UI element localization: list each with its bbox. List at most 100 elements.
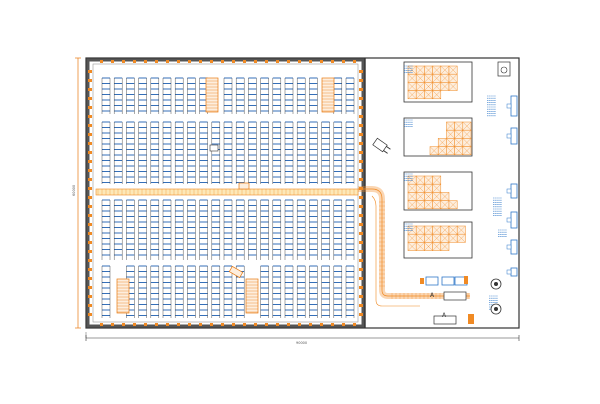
pallet-cross xyxy=(407,225,417,235)
wall-column xyxy=(88,277,92,280)
pallet-cross xyxy=(407,192,417,201)
wall-column xyxy=(88,223,92,226)
wall-column xyxy=(359,88,363,91)
wall-column xyxy=(166,323,169,326)
pallet-cross xyxy=(424,90,433,99)
wall-column xyxy=(359,124,363,127)
pallet-cross xyxy=(446,138,455,147)
loading-dock xyxy=(510,183,518,199)
pallet-cross xyxy=(424,82,433,91)
pallet-cross xyxy=(446,130,455,139)
pallet-cross xyxy=(424,65,433,75)
forklift-icon xyxy=(228,265,244,279)
storage-hall-wall xyxy=(86,58,365,328)
dock-leveler xyxy=(506,133,512,139)
loading-docks xyxy=(506,95,518,277)
loading-dock xyxy=(510,95,518,117)
loading-dock xyxy=(510,239,518,255)
wall-column xyxy=(342,323,345,326)
stair-treads xyxy=(117,80,334,313)
charging-station-icon xyxy=(490,303,502,315)
wall-column xyxy=(88,295,92,298)
pallet-cross xyxy=(432,200,441,209)
pallet-cross xyxy=(448,225,458,235)
pallet-cross xyxy=(416,65,425,75)
pallet-cross xyxy=(416,74,425,83)
wall-column xyxy=(88,313,92,316)
pallet-cross xyxy=(454,138,463,147)
dispatch-desk xyxy=(443,291,467,301)
wall-column xyxy=(359,160,363,163)
wall-column xyxy=(155,60,158,63)
wall-column xyxy=(144,323,147,326)
wall-column xyxy=(188,323,191,326)
wall-column xyxy=(166,60,169,63)
dock-leveler xyxy=(506,188,512,194)
wall-column xyxy=(320,60,323,63)
wall-column xyxy=(133,60,136,63)
wall-column xyxy=(359,70,363,73)
dock-leveler xyxy=(506,103,512,109)
wall-column xyxy=(88,286,92,289)
wall-column xyxy=(88,205,92,208)
wall-column xyxy=(331,323,334,326)
pallet-cross xyxy=(432,90,441,99)
wall-column xyxy=(88,241,92,244)
wall-column xyxy=(359,232,363,235)
pallet-cross xyxy=(440,65,450,75)
wall-column xyxy=(221,323,224,326)
wall-column xyxy=(210,60,213,63)
pallet-cross xyxy=(446,146,455,155)
pallet-cross xyxy=(448,82,458,91)
wall-column xyxy=(359,142,363,145)
pallet-cross xyxy=(416,192,425,201)
pallet-cross xyxy=(407,90,417,99)
wall-column xyxy=(88,142,92,145)
pallet-cross xyxy=(440,200,450,209)
wall-column xyxy=(309,60,312,63)
wall-column xyxy=(232,60,235,63)
wall-column xyxy=(88,187,92,190)
pallet-cross xyxy=(462,130,472,139)
zone-letter-a-lower: A xyxy=(442,312,447,319)
wall-column xyxy=(359,295,363,298)
wall-column xyxy=(144,60,147,63)
wall-column xyxy=(199,60,202,63)
dispatch-station-2 xyxy=(441,276,455,286)
wall-column xyxy=(177,60,180,63)
dim-height-label: 60000 xyxy=(72,185,76,196)
wall-column xyxy=(359,286,363,289)
pallet-cross xyxy=(454,146,463,155)
pallet-cross xyxy=(407,234,417,243)
wall-column xyxy=(88,97,92,100)
pallet-cross xyxy=(462,138,472,147)
pallet-cross xyxy=(416,82,425,91)
pallet-cross xyxy=(424,184,433,193)
wall-column xyxy=(359,304,363,307)
pallet-cross xyxy=(416,225,425,235)
pallet-cross xyxy=(432,175,441,185)
conveyor-horizontal xyxy=(95,188,359,196)
pallet-cross xyxy=(438,146,447,155)
wall-column xyxy=(88,250,92,253)
zone-letter-a-upper: A xyxy=(430,292,435,299)
wall-column xyxy=(122,60,125,63)
wall-column xyxy=(88,160,92,163)
wall-column xyxy=(133,323,136,326)
wall-column xyxy=(88,79,92,82)
wall-column xyxy=(88,124,92,127)
wall-column xyxy=(359,115,363,118)
conveyor-loop xyxy=(371,195,420,307)
dock-leveler xyxy=(506,244,512,250)
wall-column xyxy=(359,313,363,316)
pallet-cross xyxy=(432,82,441,91)
pallet-cross xyxy=(440,225,450,235)
pallet-cross xyxy=(448,74,458,83)
pallet-cross xyxy=(448,234,458,243)
pallet-cross xyxy=(424,200,433,209)
wall-column xyxy=(359,196,363,199)
wall-column xyxy=(265,323,268,326)
wall-column xyxy=(276,323,279,326)
wall-column xyxy=(122,323,125,326)
